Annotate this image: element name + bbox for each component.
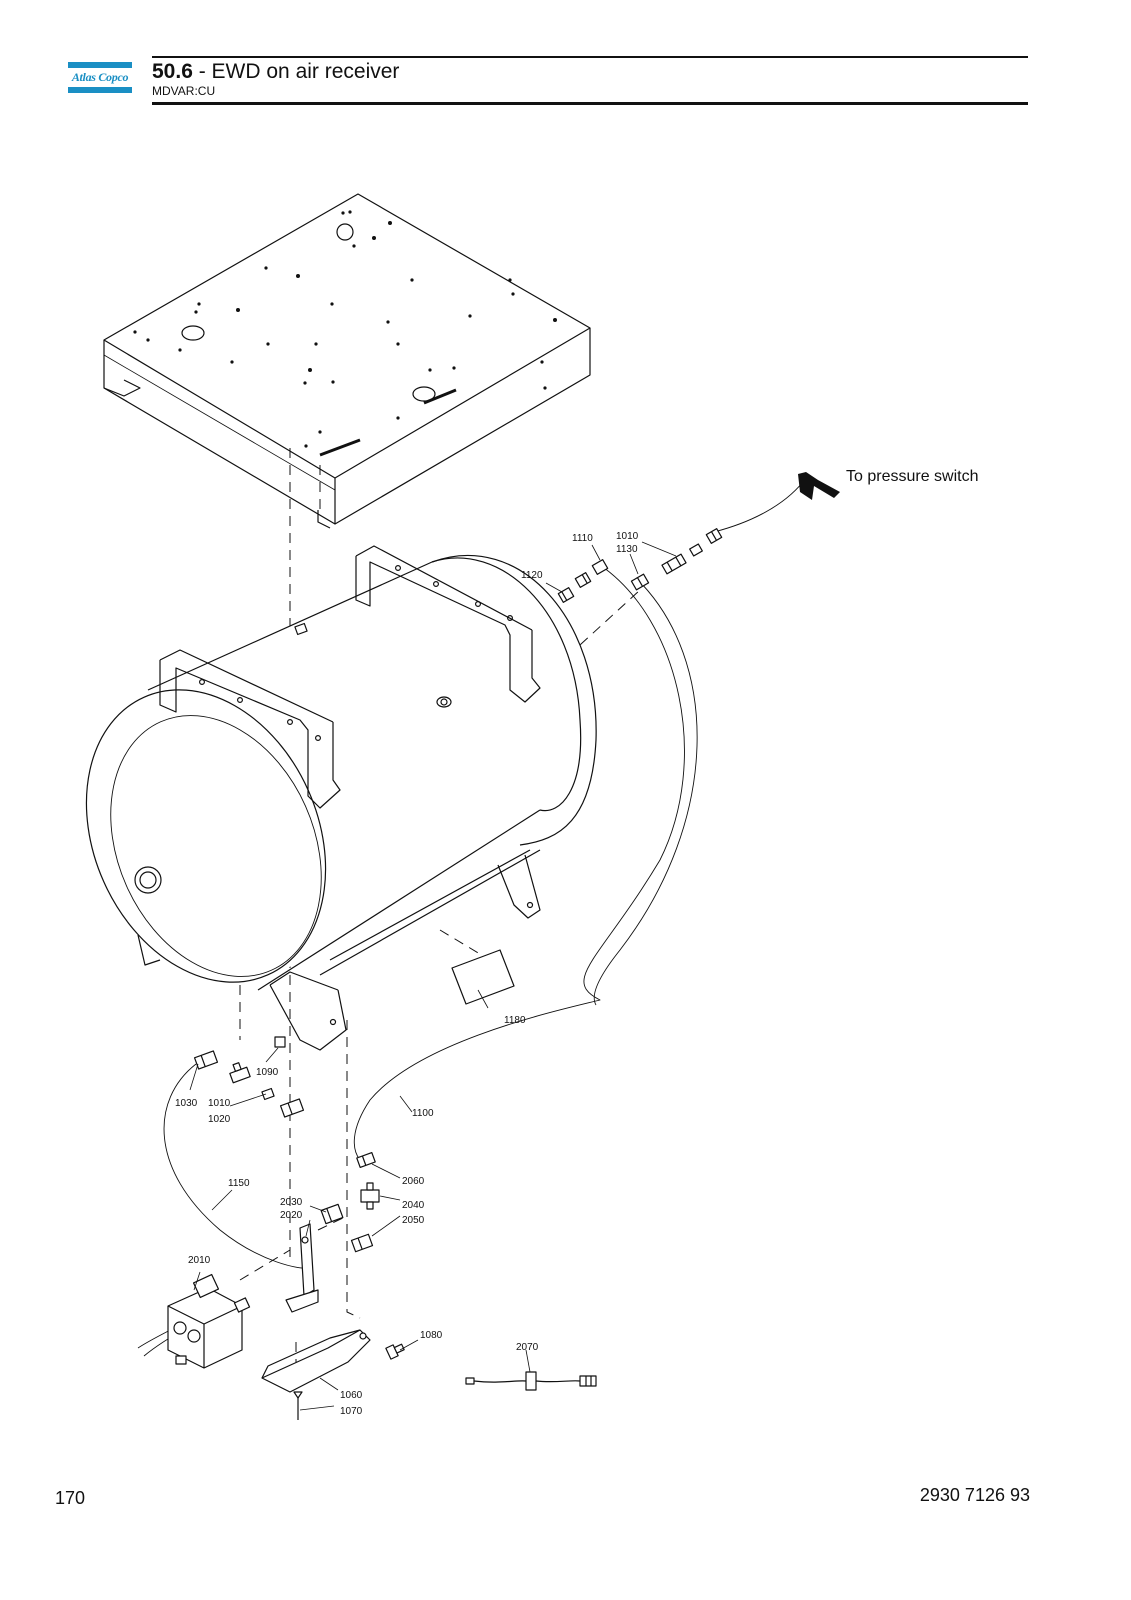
part-label: 1060	[340, 1390, 363, 1401]
drain-fittings	[193, 1036, 305, 1118]
part-label: 1090	[256, 1067, 279, 1078]
hoses	[137, 477, 807, 1357]
part-label: 2010	[188, 1255, 211, 1266]
part-label: 1180	[504, 1015, 526, 1026]
part-label: 2040	[402, 1200, 425, 1211]
part-label: 1030	[175, 1098, 198, 1109]
model-code: MDVAR:CU	[152, 84, 216, 98]
part-label: 1110	[572, 533, 593, 544]
sensor-cable	[465, 1371, 597, 1391]
part-label: 2050	[402, 1215, 425, 1226]
title-separator: -	[192, 60, 212, 83]
pressure-switch-fittings	[557, 528, 723, 603]
atlas-copco-logo: Atlas Copco	[68, 62, 132, 93]
part-label: 2070	[516, 1342, 539, 1353]
part-label: 1150	[228, 1178, 250, 1189]
ewd-fittings	[285, 1151, 380, 1313]
air-receiver-tank	[85, 545, 597, 1051]
header-rule-bottom	[152, 102, 1028, 105]
part-label: 1020	[208, 1114, 231, 1125]
part-labels: 1110 1010 1130 1120 1180 1090 1030 1010 …	[175, 531, 639, 1417]
pressure-switch-note: To pressure switch	[846, 468, 979, 485]
page-number: 170	[55, 1488, 86, 1508]
logo-bar-bottom	[68, 87, 132, 93]
ewd-drain-unit	[167, 1273, 251, 1369]
page-title: 50.6 - EWD on air receiver	[152, 60, 399, 84]
logo-bar-top	[68, 62, 132, 68]
part-label: 2060	[402, 1176, 425, 1187]
section-title: EWD on air receiver	[211, 60, 400, 83]
part-label: 1120	[521, 570, 543, 581]
leader-lines	[189, 541, 677, 1411]
page-header: Atlas Copco 50.6 - EWD on air receiver M…	[68, 56, 1028, 106]
part-label: 1010	[208, 1098, 231, 1109]
document-number: 2930 7126 93	[919, 1485, 1030, 1505]
part-label: 1130	[616, 544, 638, 555]
arrow-icon	[798, 472, 840, 500]
part-label: 2020	[280, 1210, 303, 1221]
top-plate	[103, 193, 591, 529]
header-rule-top	[152, 56, 1028, 58]
mounting-bracket	[261, 1329, 405, 1420]
logo-wordmark: Atlas Copco	[71, 70, 129, 84]
part-label: 1080	[420, 1330, 443, 1341]
part-label: 1100	[412, 1108, 434, 1119]
part-label: 2030	[280, 1197, 303, 1208]
section-number: 50.6	[152, 60, 193, 83]
part-label: 1070	[340, 1406, 363, 1417]
part-label: 1010	[616, 531, 639, 542]
